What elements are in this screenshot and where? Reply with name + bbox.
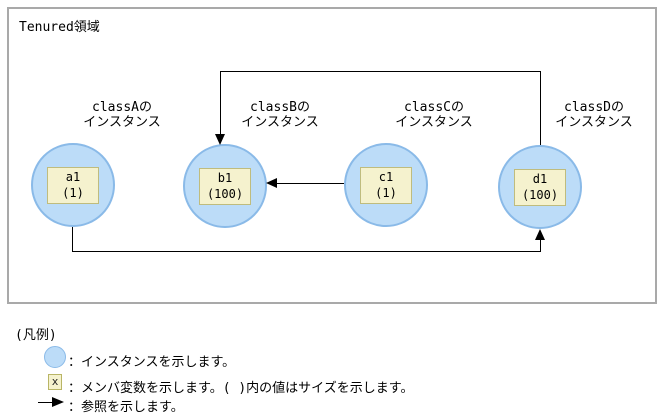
- member-box-a1: a1 (1): [47, 166, 99, 204]
- class-label-classB-line1: classBの: [250, 100, 310, 115]
- reference-arrowhead-icon: [52, 397, 64, 407]
- member-size-d1: (100): [521, 188, 559, 202]
- arrow-c1-b1-arrowhead-icon: [266, 178, 277, 188]
- arrow-d1-b1-segment-up: [540, 71, 541, 145]
- member-name-d1: d1: [532, 172, 548, 186]
- region-title: Tenured領域: [19, 20, 100, 35]
- arrow-a1-d1-segment-up: [540, 240, 541, 252]
- arrow-d1-b1-arrowhead-icon: [215, 134, 225, 145]
- legend-item-member-variable-text: ：メンバ変数を示します。( )内の値はサイズを示します。: [68, 381, 414, 396]
- legend-item-instance-text: ：インスタンスを示します。: [68, 355, 236, 370]
- member-box-b1: b1 (100): [199, 167, 251, 205]
- class-label-classB: classBの インスタンス: [230, 100, 330, 130]
- legend-item-reference-text: ：参照を示します。: [68, 400, 184, 415]
- member-size-b1: (100): [206, 187, 244, 201]
- member-variable-icon: x: [48, 374, 62, 390]
- member-name-a1: a1: [65, 170, 81, 184]
- member-size-c1: (1): [375, 186, 397, 200]
- class-label-classC: classCの インスタンス: [384, 100, 484, 130]
- class-label-classC-line1: classCの: [404, 100, 464, 115]
- arrow-c1-b1-segment: [277, 183, 344, 184]
- member-box-c1: c1 (1): [360, 166, 412, 204]
- instance-c1: c1 (1): [344, 143, 428, 227]
- arrow-d1-b1-segment-across: [220, 71, 541, 72]
- instance-d1: d1 (100): [498, 145, 582, 229]
- arrow-a1-d1-arrowhead-icon: [535, 229, 545, 240]
- arrow-a1-d1-segment-across: [72, 251, 541, 252]
- arrow-d1-b1-segment-down: [220, 71, 221, 134]
- class-label-classD: classDの インスタンス: [546, 100, 642, 130]
- instance-b1: b1 (100): [183, 144, 267, 228]
- class-label-classD-line1: classDの: [564, 100, 624, 115]
- member-box-d1: d1 (100): [514, 168, 566, 206]
- instance-a1: a1 (1): [31, 143, 115, 227]
- class-label-classC-line2: インスタンス: [395, 115, 473, 130]
- instance-circle-icon: [44, 346, 66, 368]
- class-label-classA-line1: classAの: [92, 100, 152, 115]
- legend-title: (凡例): [15, 328, 57, 343]
- arrow-a1-d1-segment-down: [72, 227, 73, 252]
- member-name-b1: b1: [217, 171, 233, 185]
- reference-arrow-icon: [38, 402, 54, 403]
- class-label-classA: classAの インスタンス: [72, 100, 172, 130]
- member-name-c1: c1: [378, 170, 394, 184]
- member-size-a1: (1): [62, 186, 84, 200]
- class-label-classB-line2: インスタンス: [241, 115, 319, 130]
- class-label-classD-line2: インスタンス: [555, 115, 633, 130]
- class-label-classA-line2: インスタンス: [83, 115, 161, 130]
